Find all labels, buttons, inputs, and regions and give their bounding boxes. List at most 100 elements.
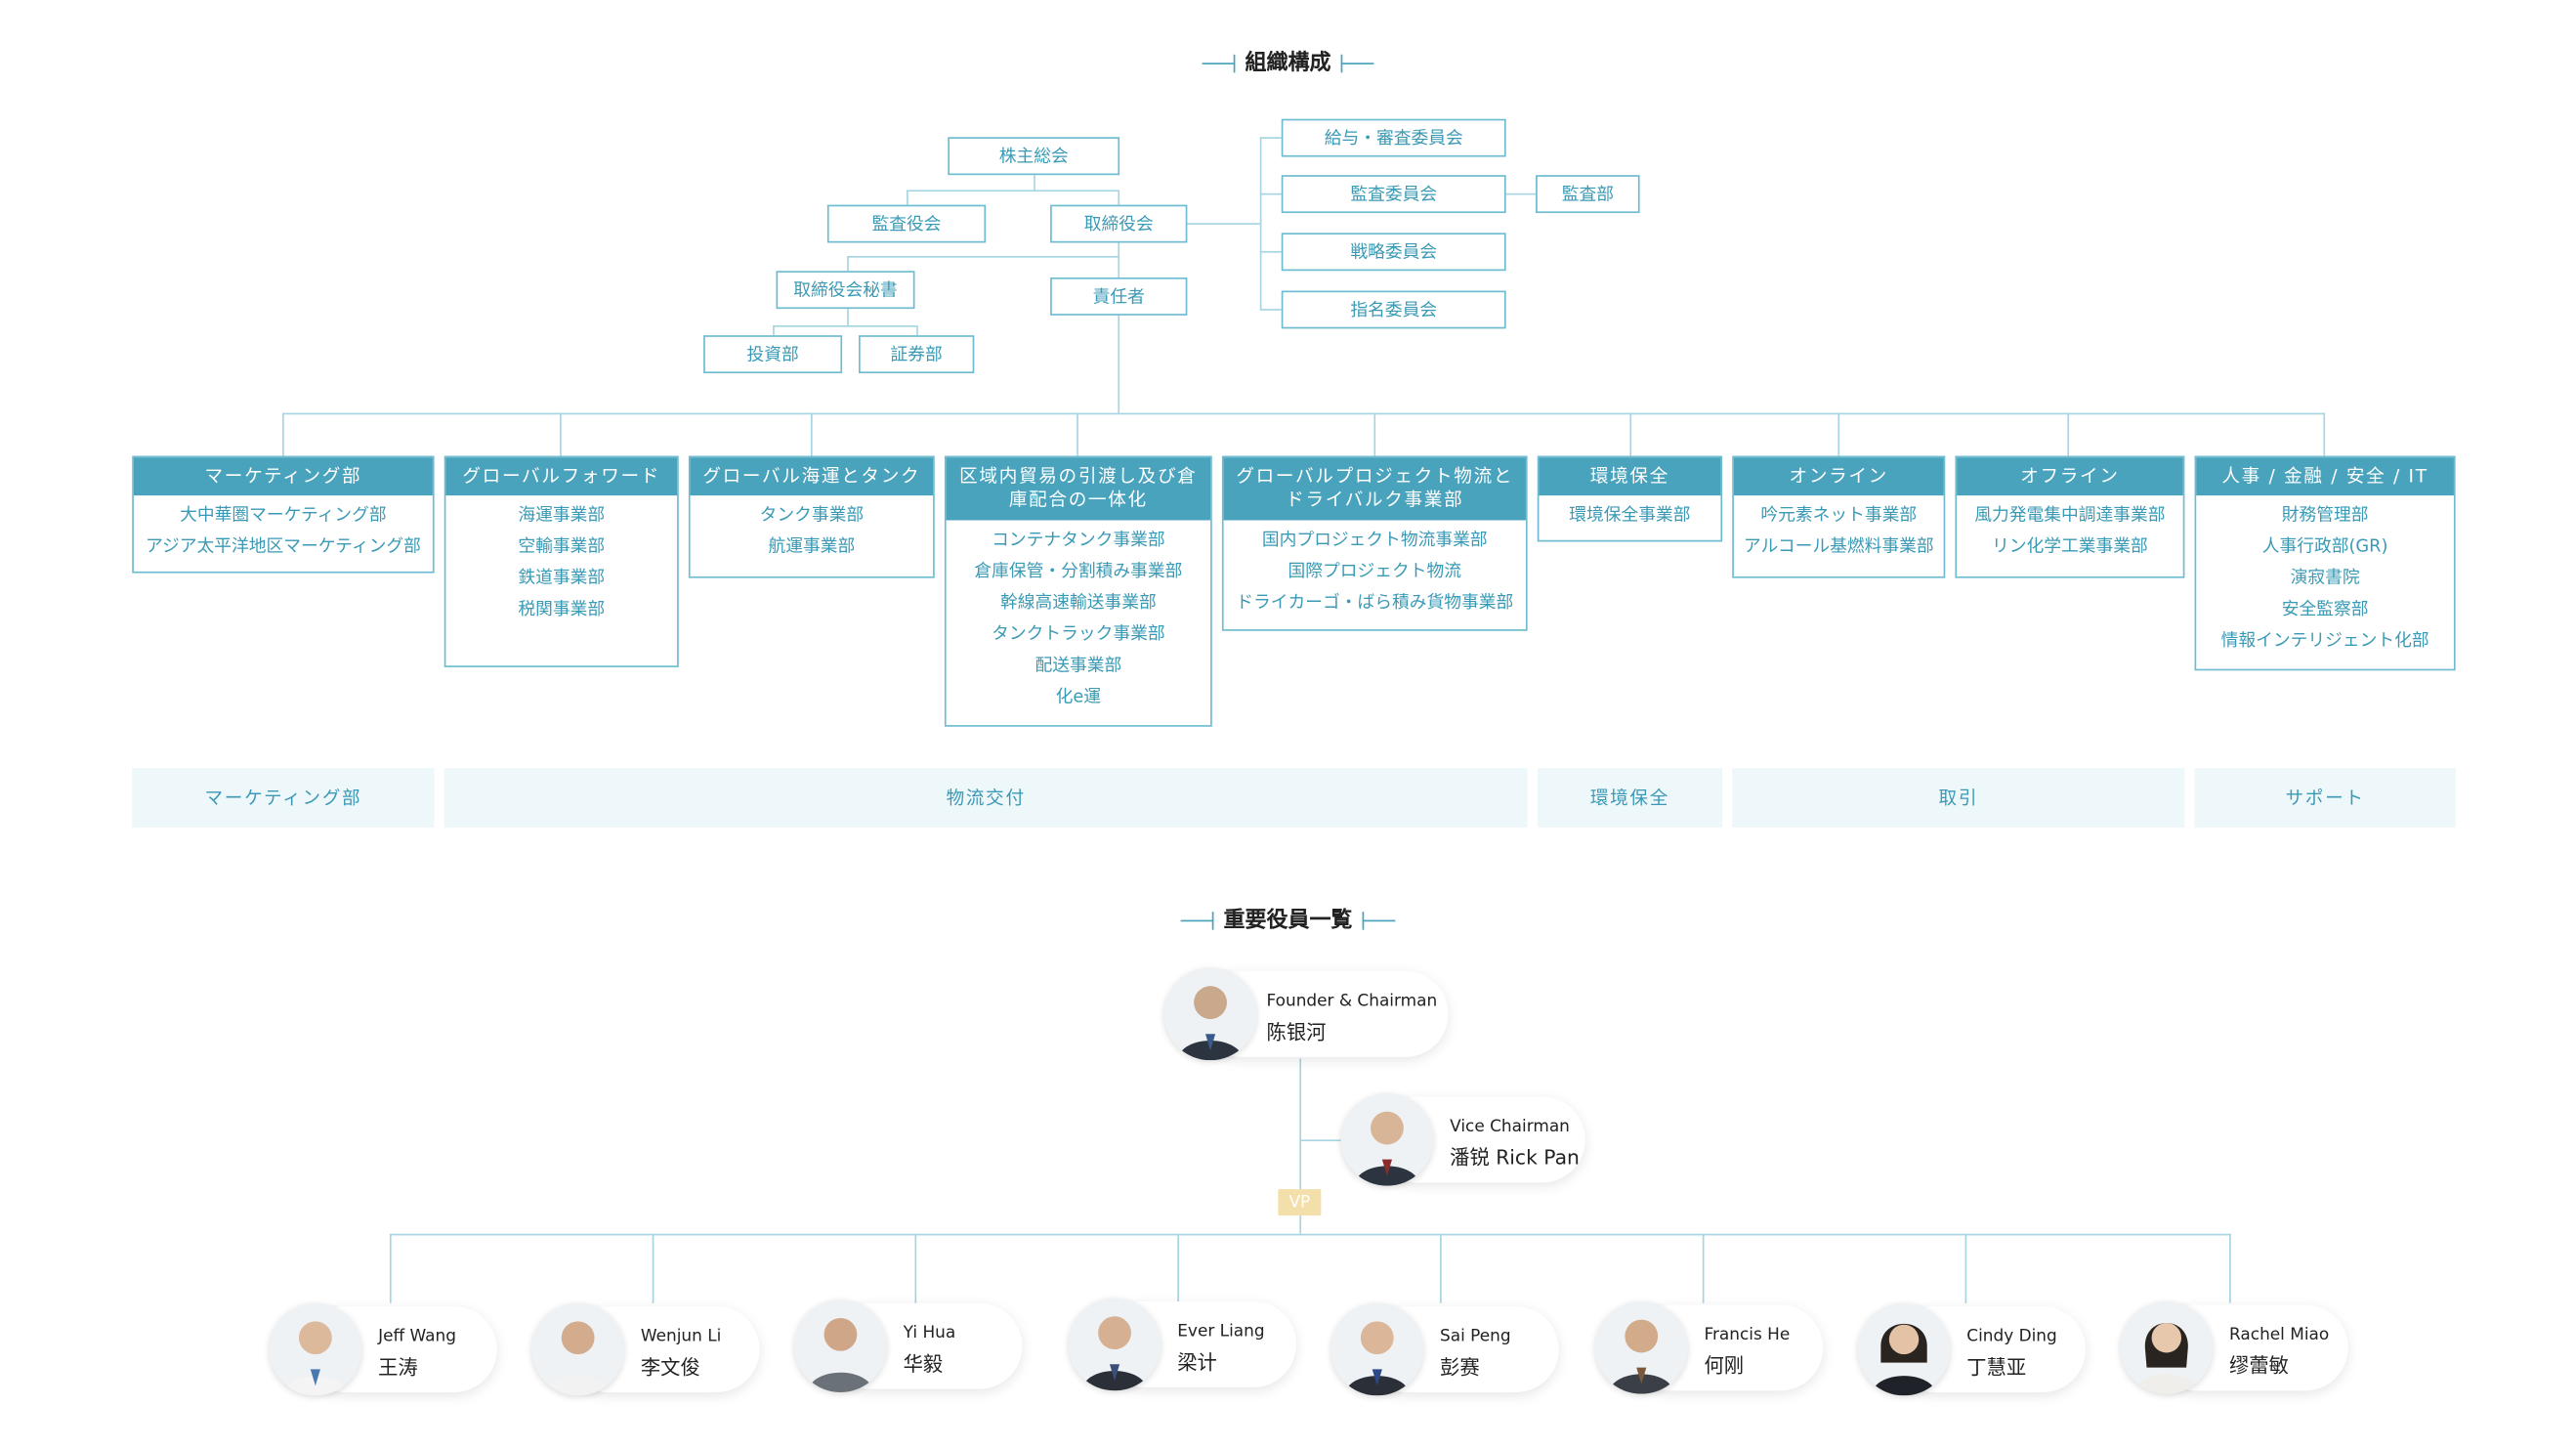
title-bar-left [1202,54,1236,73]
connector [2067,412,2070,456]
title-bar-right [1340,54,1374,73]
division-item: 配送事業部 [1035,656,1122,676]
exec-role: Yi Hua [903,1324,956,1343]
connector [1118,240,1120,413]
division-item: タンクトラック事業部 [992,623,1165,645]
exec-role: Founder & Chairman [1266,992,1438,1011]
division-marketing: マーケティング部 大中華圏マーケティング部 アジア太平洋地区マーケティング部 [132,455,435,574]
board-box: 取締役会 [1050,204,1188,243]
division-intra-regional: 区域内貿易の引渡し及び倉庫配合の一体化 コンテナタンク事業部 倉庫保管・分割積み… [944,455,1212,727]
title-bar-left [1180,912,1214,930]
division-head: オフライン [1957,457,2183,496]
division-item: 演寂書院 [2290,568,2360,588]
connector [907,190,1119,192]
connector [1299,1058,1302,1190]
exec-role: Rachel Miao [2229,1326,2330,1344]
division-item: タンク事業部 [759,505,865,526]
connector [1440,1233,1442,1303]
category-band-environment: 環境保全 [1537,768,1723,828]
division-item: 化e運 [1055,687,1102,707]
connector [389,1233,392,1303]
division-item: ドライカーゴ・ばら積み貨物事業部 [1236,592,1514,614]
division-item: 吟元素ネット事業部 [1760,505,1918,526]
exec-vp: Wenjun Li 李文俊 [531,1302,763,1396]
division-item: コンテナタンク事業部 [992,530,1165,550]
connector [652,1233,655,1303]
division-item: リン化学工業事業部 [1992,536,2148,557]
division-head: 人事 / 金融 / 安全 / IT [2196,457,2454,496]
connector [282,412,284,456]
division-item: 国内プロジェクト物流事業部 [1261,530,1488,550]
division-head: オンライン [1733,457,1944,496]
exec-role: Cindy Ding [1966,1328,2057,1346]
exec-role: Francis He [1704,1326,1791,1344]
exec-name: 潘锐 Rick Pan [1450,1146,1580,1170]
division-item: 税関事業部 [518,599,606,619]
division-head: 環境保全 [1539,457,1721,496]
exec-role: Wenjun Li [640,1328,722,1346]
title-bar-right [1362,912,1396,930]
avatar [1068,1298,1161,1391]
avatar [1857,1302,1951,1396]
exec-vice-chairman: Vice Chairman 潘锐 Rick Pan [1340,1093,1589,1186]
division-item: 風力発電集中調達事業部 [1974,505,2166,526]
exec-name: 缪蕾敏 [2229,1354,2289,1378]
connector [1964,1233,1967,1303]
connector [1259,250,1282,253]
division-offline: オフライン 風力発電集中調達事業部 リン化学工業事業部 [1955,455,2185,578]
division-item: 大中華圏マーケティング部 [180,505,387,526]
division-item: アジア太平洋地区マーケティング部 [145,536,421,557]
responsible-box: 責任者 [1050,277,1188,316]
shareholders-box: 株主総会 [948,137,1120,176]
connector [2323,412,2326,456]
exec-name: 陈银河 [1266,1020,1327,1044]
exec-vp: Ever Liang 梁计 [1068,1298,1300,1391]
board-secretary-box: 取締役会秘書 [776,271,915,310]
category-band-trade: 取引 [1732,768,2185,828]
connector [847,309,849,326]
division-item: 航運事業部 [768,536,856,557]
division-project-logistics: グローバルプロジェクト物流とドライバルク事業部 国内プロジェクト物流事業部 国際… [1221,455,1528,631]
division-item: 環境保全事業部 [1569,505,1691,526]
securities-box: 証券部 [859,335,975,374]
division-shipping-tank: グローバル海運とタンク タンク事業部 航運事業部 [688,455,935,578]
division-head: グローバルプロジェクト物流とドライバルク事業部 [1223,457,1526,521]
exec-section-title: 重要役員一覧 [0,902,2576,933]
exec-name: 李文俊 [640,1355,700,1380]
division-item: 倉庫保管・分割積み事業部 [974,561,1183,582]
org-section-title: 組織構成 [0,45,2576,76]
category-band-logistics: 物流交付 [443,768,1528,828]
division-head: グローバルフォワード [445,457,678,496]
division-support-functions: 人事 / 金融 / 安全 / IT 財務管理部 人事行政部(GR) 演寂書院 安… [2194,455,2456,671]
connector [1837,412,1840,456]
connector [914,1233,917,1303]
investment-box: 投資部 [703,335,843,374]
division-item: 安全監察部 [2281,599,2369,619]
exec-vp: Cindy Ding 丁慧亚 [1857,1302,2090,1396]
connector [916,325,918,336]
division-item: 人事行政部(GR) [2261,536,2388,557]
connector [1299,1139,1341,1142]
exec-name: 华毅 [903,1352,944,1377]
exec-name: 王涛 [378,1355,418,1380]
category-band-support: サポート [2194,768,2456,828]
connector [1187,223,1260,225]
division-item: アルコール基燃料事業部 [1743,536,1934,557]
committee-box: 戦略委員会 [1281,233,1506,272]
exec-vp: Jeff Wang 王涛 [269,1302,501,1396]
exec-name: 何刚 [1704,1354,1745,1378]
connector [1177,1233,1179,1303]
committee-box: 指名委員会 [1281,290,1506,329]
committee-box: 監査委員会 [1281,175,1506,214]
division-item: 鉄道事業部 [518,568,606,588]
connector [1299,1215,1302,1234]
audit-dept-box: 監査部 [1536,175,1640,214]
connector [773,325,917,327]
division-item: 空輸事業部 [518,536,606,557]
exec-title-text: 重要役員一覧 [1223,908,1353,934]
connector [1077,412,1078,456]
connector [560,412,562,456]
connector [2229,1233,2231,1303]
exec-vp: Sai Peng 彭赛 [1330,1302,1562,1396]
